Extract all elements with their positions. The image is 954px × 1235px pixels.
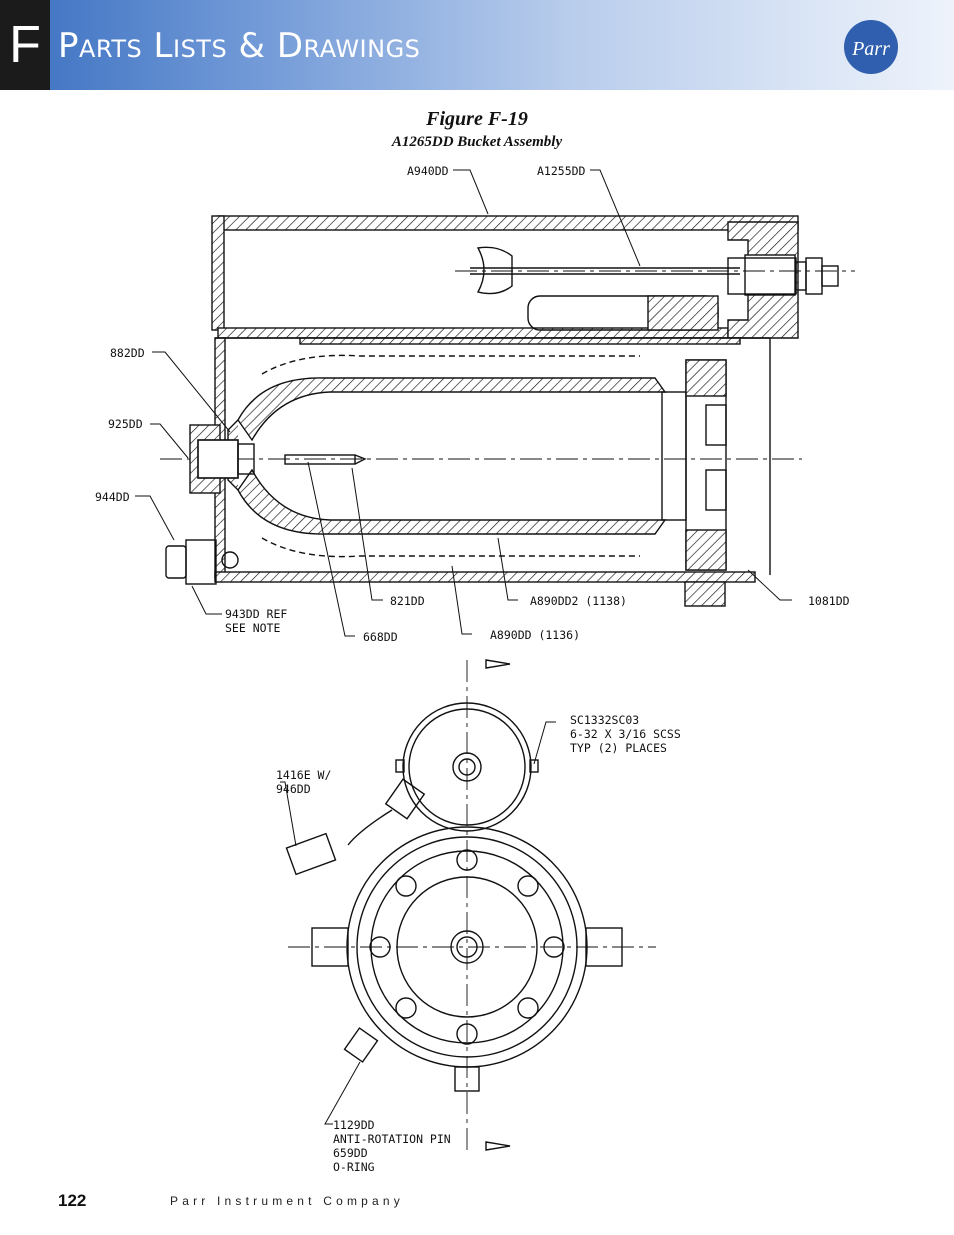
section-tab: F (0, 0, 50, 90)
label-1081dd: 1081DD (808, 594, 850, 608)
label-a890dd: A890DD (1136) (490, 628, 581, 642)
label-925dd: 925DD (108, 417, 143, 431)
label-943dd: 943DD REF SEE NOTE (225, 607, 288, 635)
parr-logo: Parr (844, 20, 898, 74)
page-header: F Parts Lists & Drawings Parr (0, 0, 954, 90)
page-number: 122 (58, 1191, 87, 1210)
logo-text: Parr (851, 38, 890, 60)
label-821dd: 821DD (390, 594, 425, 608)
label-a940dd: A940DD (407, 164, 449, 178)
page-title: Parts Lists & Drawings (58, 26, 421, 66)
label-668dd: 668DD (363, 630, 398, 644)
label-1129dd: 1129DD ANTI-ROTATION PIN 659DD O-RING (333, 1118, 451, 1174)
label-1416e: 1416E W/ 946DD (276, 768, 332, 796)
label-a1255dd: A1255DD (537, 164, 586, 178)
figure-subtitle: A1265DD Bucket Assembly (391, 134, 563, 150)
label-944dd: 944DD (95, 490, 130, 504)
company-name: Parr Instrument Company (170, 1194, 404, 1208)
figure-title: Figure F-19 (426, 108, 528, 130)
label-882dd: 882DD (110, 346, 145, 360)
label-sc1332sc03: SC1332SC03 6-32 X 3/16 SCSS TYP (2) PLAC… (570, 713, 681, 755)
label-a890dd2: A890DD2 (1138) (530, 594, 627, 608)
